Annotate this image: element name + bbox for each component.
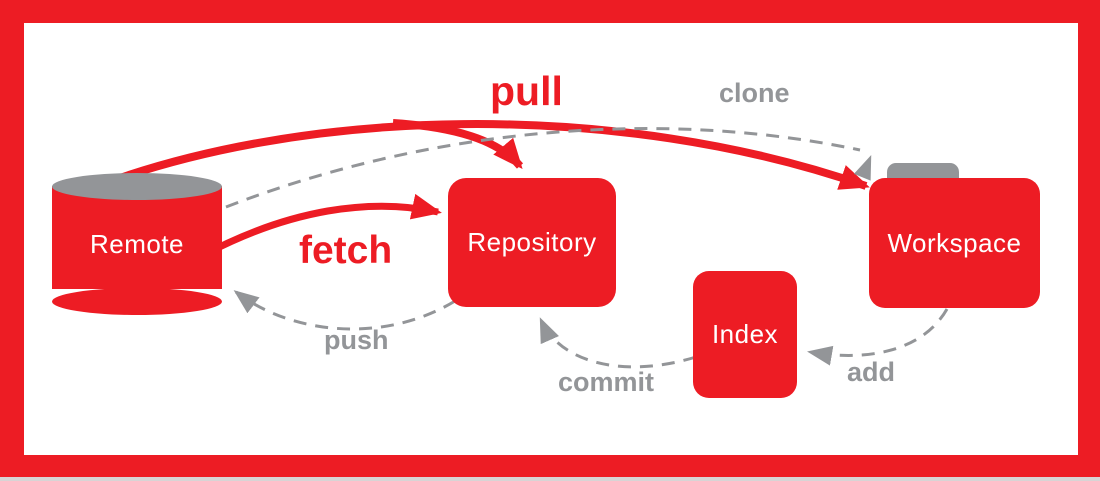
remote-cylinder-bottom	[52, 288, 222, 315]
border-top	[0, 0, 1100, 23]
edge-label-push: push	[324, 325, 389, 355]
node-remote: Remote	[52, 173, 222, 315]
edge-label-add: add	[847, 357, 896, 387]
border-bottom	[0, 455, 1100, 477]
pull-branch-arrow	[392, 119, 524, 170]
bottom-gray-strip	[0, 477, 1100, 481]
node-index-label: Index	[711, 319, 779, 349]
add-arrow	[807, 308, 949, 366]
node-workspace-label: Workspace	[887, 227, 1022, 258]
commit-arrow	[539, 317, 697, 369]
border-left	[0, 0, 24, 477]
node-repository: Repository	[448, 178, 616, 307]
node-remote-label: Remote	[89, 228, 185, 259]
remote-cylinder-body	[52, 186, 222, 289]
edge-label-commit: commit	[558, 367, 655, 397]
clone-arrowhead	[853, 155, 872, 181]
push-arrow	[233, 290, 456, 331]
node-workspace: Workspace	[869, 178, 1040, 308]
edge-label-pull: pull	[490, 68, 563, 114]
edge-label-fetch: fetch	[299, 229, 393, 272]
node-repository-label: Repository	[467, 227, 597, 257]
border-right	[1078, 0, 1100, 477]
edge-label-clone: clone	[719, 78, 790, 108]
node-index: Index	[693, 271, 797, 398]
